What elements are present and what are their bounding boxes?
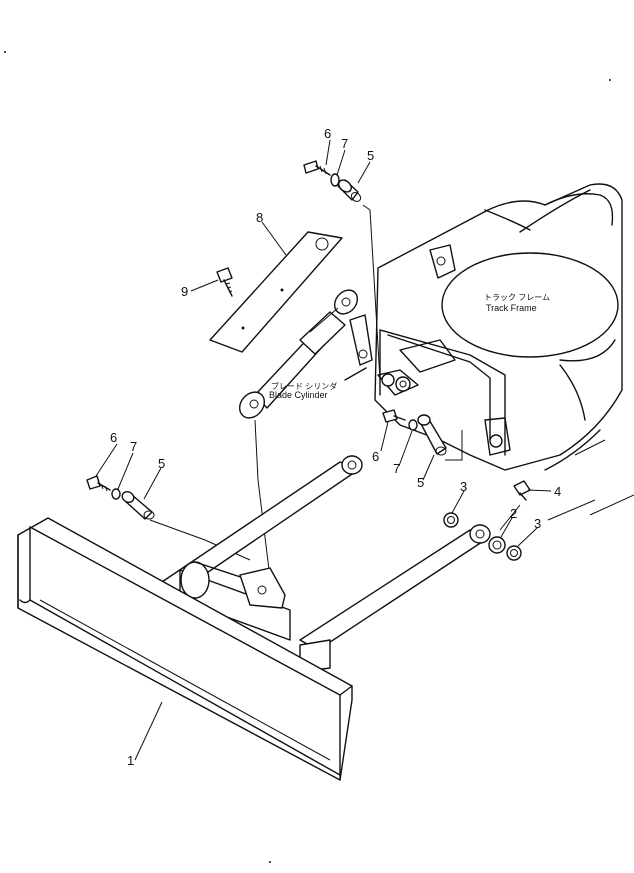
callout-7-lower: 7 xyxy=(130,439,137,454)
blade-cylinder xyxy=(238,289,367,419)
fittings-right xyxy=(443,480,531,561)
print-specks xyxy=(4,51,611,863)
track-frame-label-jp: トラック フレーム xyxy=(484,293,550,302)
pin-group-middle xyxy=(382,409,447,456)
callout-8: 8 xyxy=(256,210,263,225)
track-frame-label-en: Track Frame xyxy=(486,303,537,313)
blade-cylinder-label-en: Blade Cylinder xyxy=(269,390,328,400)
plate-part-8 xyxy=(209,231,343,353)
track-frame xyxy=(349,183,623,471)
callout-1: 1 xyxy=(127,753,134,768)
bushing-part-3-upper xyxy=(443,512,459,528)
part-labels: トラック フレーム Track Frame ブレード シリンダ Blade Cy… xyxy=(269,293,550,400)
callout-7-upper: 7 xyxy=(341,136,348,151)
callout-numbers: 6 7 5 8 9 6 7 5 6 7 5 3 4 2 3 1 xyxy=(110,126,561,768)
callout-3-upper: 3 xyxy=(460,479,467,494)
blade-frame xyxy=(149,455,491,673)
callout-6-upper: 6 xyxy=(324,126,331,141)
callout-5-middle: 5 xyxy=(417,475,424,490)
blade-part-1 xyxy=(17,517,353,781)
bolt-part-9 xyxy=(216,267,233,297)
bushing-part-2 xyxy=(488,536,506,554)
callout-4: 4 xyxy=(554,484,561,499)
leader-lines xyxy=(95,139,552,761)
callout-6-lower: 6 xyxy=(110,430,117,445)
callout-9: 9 xyxy=(181,284,188,299)
bushing-part-3-lower xyxy=(506,545,522,561)
grease-fitting-part-4 xyxy=(513,480,531,496)
pin-group-lower xyxy=(86,475,155,520)
callout-2: 2 xyxy=(510,506,517,521)
callout-7-middle: 7 xyxy=(393,461,400,476)
track-frame-disc xyxy=(441,252,619,358)
callout-6-middle: 6 xyxy=(372,449,379,464)
callout-3-lower: 3 xyxy=(534,516,541,531)
callout-5-lower: 5 xyxy=(158,456,165,471)
pin-group-upper xyxy=(303,160,362,202)
blade-cylinder-label-jp: ブレード シリンダ xyxy=(271,381,337,391)
callout-5-upper: 5 xyxy=(367,148,374,163)
